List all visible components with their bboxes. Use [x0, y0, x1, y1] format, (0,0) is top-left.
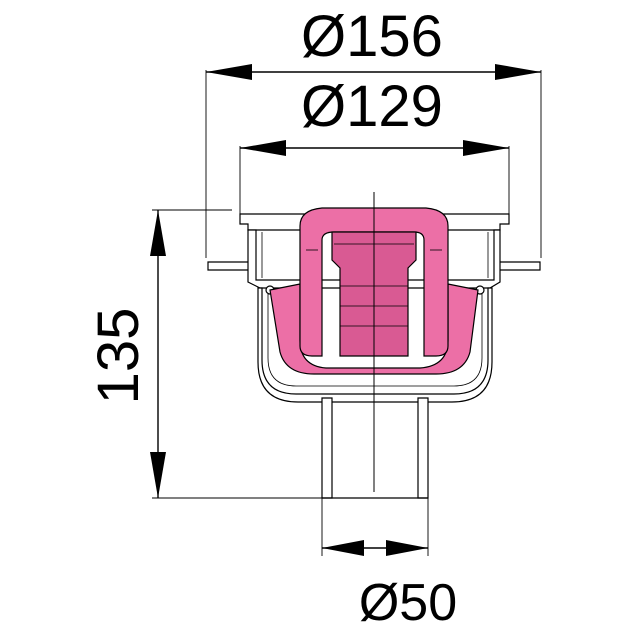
- outlet-diameter-label: Ø50: [359, 574, 457, 632]
- outlet-diameter-dimension: Ø50: [321, 498, 457, 632]
- outer-diameter-label: Ø156: [301, 4, 443, 69]
- inner-diameter-label: Ø129: [301, 74, 443, 139]
- arrow-up-icon: [150, 210, 166, 256]
- upper-body: [247, 229, 501, 289]
- housing: [257, 287, 493, 403]
- left-flange: [207, 261, 255, 271]
- inner-diameter-dimension: Ø129: [239, 74, 510, 214]
- outer-diameter-dimension: Ø156: [205, 4, 542, 258]
- arrow-right-icon: [386, 540, 428, 556]
- arrow-left-icon: [322, 540, 364, 556]
- drain-body: [207, 192, 541, 499]
- right-flange: [495, 261, 541, 271]
- height-dimension: 135: [86, 209, 322, 499]
- arrow-right-icon: [463, 140, 509, 156]
- arrow-down-icon: [150, 452, 166, 498]
- arrow-right-icon: [495, 64, 541, 80]
- height-label: 135: [86, 308, 151, 405]
- trap-bell: [299, 207, 449, 357]
- outlet-pipe: [321, 397, 333, 499]
- arrow-left-icon: [206, 64, 252, 80]
- arrow-left-icon: [240, 140, 286, 156]
